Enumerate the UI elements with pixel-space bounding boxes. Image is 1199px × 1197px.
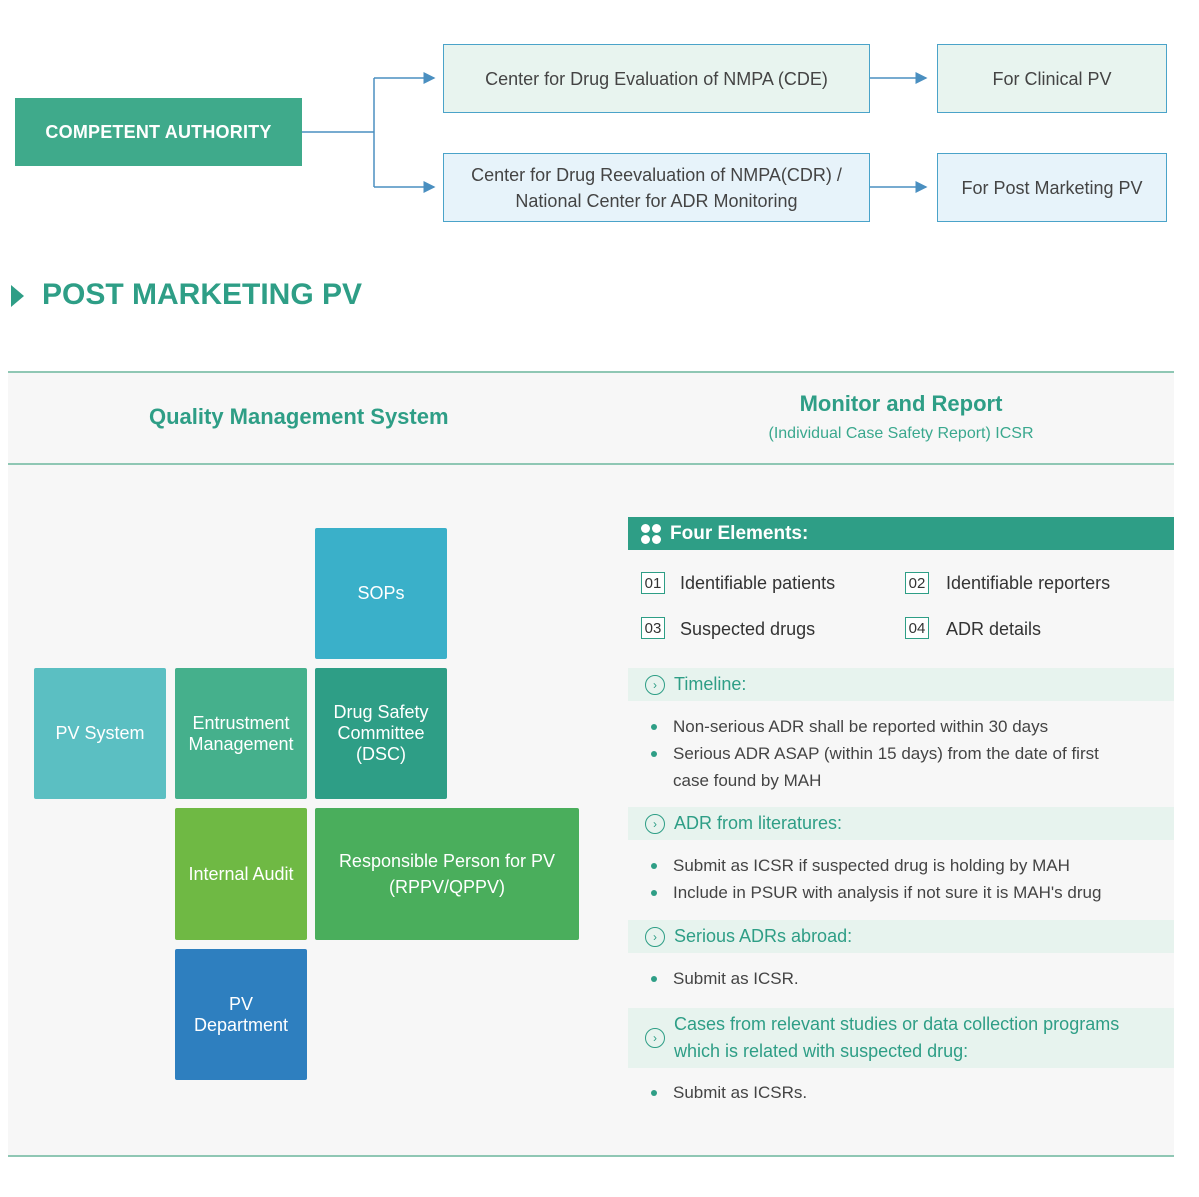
tile-dsc-line1: Drug Safety: [333, 702, 429, 722]
monitor-report-subtitle: (Individual Case Safety Report) ICSR: [768, 425, 1034, 442]
literature-bullet-1: Submit as ICSR if suspected drug is hold…: [673, 856, 1070, 875]
timeline-title: Timeline:: [674, 674, 747, 694]
literature-header: › ADR from literatures:: [628, 807, 1174, 840]
tile-entrustment-line1: Entrustment: [192, 712, 290, 733]
timeline-bullet-2-line1: Serious ADR ASAP (within 15 days) from t…: [673, 744, 1099, 763]
literature-title: ADR from literatures:: [674, 813, 843, 833]
panel-header-divider: [8, 463, 1174, 465]
bullet-dot: [651, 863, 657, 869]
studies-header: › Cases from relevant studies or data co…: [628, 1008, 1174, 1068]
cdr-label-line2: National Center for ADR Monitoring: [515, 190, 798, 211]
element-number-03: 03: [641, 617, 665, 639]
tile-rppv-line2: (RPPV/QPPV): [388, 877, 506, 897]
chevron-right-icon: ›: [645, 674, 665, 695]
tile-sops: SOPs: [315, 528, 447, 659]
tile-entrustment-line2: Management: [188, 733, 294, 754]
chevron-right-icon: ›: [645, 813, 665, 834]
studies-title-line1: Cases from relevant studies or data coll…: [674, 1014, 1120, 1034]
chevron-right-icon: ›: [645, 1028, 665, 1048]
competent-authority-box: COMPETENT AUTHORITY: [15, 98, 302, 166]
timeline-bullet-1: Non-serious ADR shall be reported within…: [673, 717, 1049, 736]
section-title: POST MARKETING PV: [42, 278, 363, 311]
four-leaf-icon: [641, 523, 661, 544]
cde-box: Center for Drug Evaluation of NMPA (CDE): [443, 44, 870, 113]
chevron-right-icon: ›: [645, 926, 665, 947]
studies-bullet-1: Submit as ICSRs.: [673, 1083, 808, 1102]
tile-dept-line1: PV: [228, 993, 253, 1014]
competent-authority-label: COMPETENT AUTHORITY: [45, 121, 272, 142]
tile-sops-label: SOPs: [357, 583, 405, 603]
clinical-pv-box: For Clinical PV: [937, 44, 1167, 113]
bullet-dot: [651, 724, 657, 730]
tile-rppv-line1: Responsible Person for PV: [338, 851, 556, 871]
tile-pv-department: PV Department: [175, 949, 307, 1080]
element-label-02: Identifiable reporters: [946, 573, 1111, 593]
tile-responsible-person: Responsible Person for PV (RPPV/QPPV): [315, 808, 579, 940]
flow-connectors: [302, 72, 928, 193]
tile-dsc-line2: Committee: [337, 723, 425, 743]
four-elements-title: Four Elements:: [670, 522, 809, 544]
timeline-bullet-2-line2: case found by MAH: [673, 771, 822, 790]
literature-bullet-2: Include in PSUR with analysis if not sur…: [673, 883, 1102, 902]
element-label-04: ADR details: [946, 619, 1042, 639]
post-marketing-pv-box: For Post Marketing PV: [937, 153, 1167, 222]
abroad-bullet-1: Submit as ICSR.: [673, 969, 799, 988]
tile-drug-safety-committee: Drug Safety Committee (DSC): [315, 668, 447, 799]
studies-title-line2: which is related with suspected drug:: [674, 1041, 969, 1061]
abroad-title: Serious ADRs abroad:: [674, 926, 853, 946]
section-triangle-icon: [11, 285, 24, 307]
bullet-dot: [651, 976, 657, 982]
bullet-dot: [651, 1090, 657, 1096]
bullet-dot: [651, 890, 657, 896]
clinical-pv-label: For Clinical PV: [992, 68, 1112, 89]
tile-internal-audit-label: Internal Audit: [188, 863, 294, 884]
four-elements-header: Four Elements:: [628, 517, 1174, 550]
element-number-04: 04: [905, 617, 929, 639]
tile-internal-audit: Internal Audit: [175, 808, 307, 940]
cdr-label-line1: Center for Drug Reevaluation of NMPA(CDR…: [471, 164, 842, 185]
element-label-01: Identifiable patients: [680, 573, 836, 593]
tile-dsc-line3: (DSC): [355, 744, 406, 764]
timeline-header: › Timeline:: [628, 668, 1174, 701]
tile-entrustment-management: Entrustment Management: [175, 668, 307, 799]
bullet-dot: [651, 751, 657, 757]
element-number-02: 02: [905, 572, 929, 594]
tile-pv-system: PV System: [34, 668, 166, 799]
cde-label: Center for Drug Evaluation of NMPA (CDE): [485, 68, 828, 89]
element-number-01: 01: [641, 572, 665, 594]
authority-branch-connector: [302, 78, 375, 187]
cdr-box: Center for Drug Reevaluation of NMPA(CDR…: [443, 153, 870, 222]
tile-pv-system-label: PV System: [55, 723, 145, 743]
qms-title: Quality Management System: [149, 404, 449, 429]
element-label-03: Suspected drugs: [680, 619, 816, 639]
tile-dept-line2: Department: [193, 1014, 289, 1035]
monitor-report-title: Monitor and Report: [799, 391, 1003, 416]
abroad-header: › Serious ADRs abroad:: [628, 920, 1174, 953]
post-marketing-pv-label: For Post Marketing PV: [961, 177, 1143, 198]
